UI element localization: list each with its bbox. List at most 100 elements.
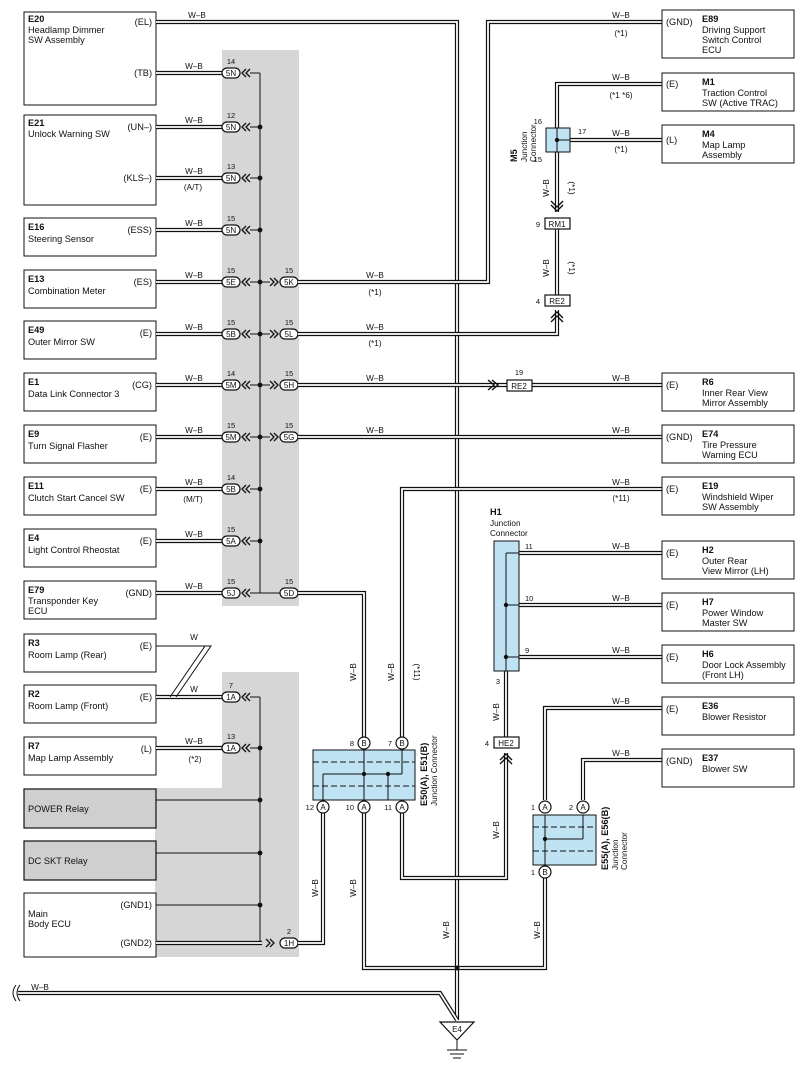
junction-code: M5 — [509, 149, 519, 162]
connector-code: 5N — [226, 123, 236, 132]
component-code: E9 — [28, 429, 39, 439]
left-wires — [156, 70, 262, 946]
component-name: Room Lamp (Front) — [28, 701, 108, 711]
junction-code: E55(A), E56(B) — [600, 807, 610, 870]
component-name: Unlock Warning SW — [28, 129, 110, 139]
pin-label: (E) — [666, 79, 678, 89]
connector-code: 5B — [226, 330, 236, 339]
component-name: Clutch Start Cancel SW — [28, 493, 125, 503]
component-e13: E13 Combination Meter (ES) — [23, 269, 157, 309]
component-name: POWER Relay — [28, 804, 89, 814]
shaded-harness-relays — [155, 788, 222, 957]
component-name: Master SW — [702, 618, 748, 628]
wire-color-label: W–B — [612, 542, 630, 551]
wire-color-label: W–B — [185, 271, 203, 280]
junction-code: E50(A), E51(B) — [419, 743, 429, 806]
junction-name: Junction — [611, 839, 620, 870]
connector-code: 5D — [284, 589, 294, 598]
component-r6: (E) R6 Inner Rear View Mirror Assembly — [661, 372, 795, 412]
bus-chevrons — [241, 68, 279, 948]
component-name: Mirror Assembly — [702, 398, 768, 408]
junction-name: Junction Connector — [430, 735, 439, 806]
pin-number: 12 — [306, 803, 314, 812]
wire-color-label: W–B — [612, 697, 630, 706]
component-m1: (E) M1 Traction Control SW (Active TRAC) — [661, 72, 795, 112]
pin-label: (GND2) — [120, 938, 152, 948]
component-code: E74 — [702, 429, 719, 439]
component-e21: E21 Unlock Warning SW (UN–) (KLS–) (A/T) — [23, 114, 202, 206]
wire-color-label: W–B — [31, 983, 49, 992]
main-wires — [18, 19, 662, 1022]
wire-color-label: W–B — [542, 179, 551, 197]
variant-note: (A/T) — [184, 183, 202, 192]
connector-code: 5E — [226, 278, 236, 287]
pin-label: (GND) — [666, 432, 693, 442]
wire-color-label: W–B — [492, 821, 501, 839]
component-code: E20 — [28, 14, 44, 24]
wire-color-label: W–B — [185, 478, 203, 487]
pin-label: (E) — [140, 328, 152, 338]
pin-number: 15 — [285, 577, 293, 586]
junction-e55-e56: A A B 1 2 1 E55(A), E56(B) Junction Conn… — [531, 800, 629, 879]
connector-code: RE2 — [549, 297, 565, 306]
wire-color-label: W–B — [442, 921, 451, 939]
pin-label: (GND) — [666, 756, 693, 766]
component-dc-skt-relay: DC SKT Relay — [23, 840, 157, 881]
wire-color-label: W–B — [185, 323, 203, 332]
bus-dots — [257, 124, 263, 908]
pin-number: 19 — [515, 368, 523, 377]
wire-color-label: W–B — [366, 271, 384, 280]
wire-color-label: W–B — [533, 921, 542, 939]
pin-number: 3 — [496, 677, 500, 686]
component-e89: (GND) E89 Driving Support Switch Control… — [661, 9, 795, 59]
component-code: M1 — [702, 77, 715, 87]
component-name: ECU — [28, 606, 47, 616]
component-code: R2 — [28, 689, 40, 699]
component-e37: (GND) E37 Blower SW — [661, 748, 795, 788]
component-name: (Front LH) — [702, 670, 744, 680]
component-power-relay: POWER Relay — [23, 788, 157, 829]
pin-number: 14 — [227, 57, 235, 66]
wire-color-label: W–B — [387, 663, 396, 681]
connector-letter: B — [361, 739, 366, 748]
component-m4: (L) M4 Map Lamp Assembly — [661, 124, 795, 164]
wire-color-label: W–B — [349, 879, 358, 897]
wire-color-label: W–B — [612, 129, 630, 138]
connector-rm1: RM1 9 — [536, 200, 571, 230]
component-main-body-ecu: Main Body ECU (GND1) (GND2) — [23, 892, 157, 958]
connector-code: 1A — [226, 693, 236, 702]
component-name: Outer Mirror SW — [28, 337, 95, 347]
pin-label: (L) — [141, 744, 152, 754]
connector-code: 5H — [284, 381, 294, 390]
pin-label: (ESS) — [127, 225, 152, 235]
connector-code: 5N — [226, 69, 236, 78]
component-code: R7 — [28, 741, 40, 751]
pin-label: (GND) — [666, 17, 693, 27]
component-e49: E49 Outer Mirror SW (E) — [23, 320, 157, 360]
component-code: H7 — [702, 597, 714, 607]
connector-code: 5A — [226, 537, 236, 546]
wire-color-label: W–B — [612, 11, 630, 20]
component-name: Windshield Wiper — [702, 492, 773, 502]
junction-e50-e51: B B 8 7 A A A 12 10 11 E50(A), E51(B) Ju… — [306, 735, 439, 814]
component-name: ECU — [702, 45, 721, 55]
component-h6: (E) H6 Door Lock Assembly (Front LH) — [661, 644, 795, 684]
pin-label: (GND) — [125, 588, 152, 598]
component-code: R3 — [28, 638, 40, 648]
pin-number: 11 — [384, 803, 392, 812]
pin-number: 1 — [531, 803, 535, 812]
pin-label: (E) — [140, 484, 152, 494]
wire-color-label: W–B — [185, 737, 203, 746]
wire-color-label: W–B — [612, 478, 630, 487]
component-name: Map Lamp Assembly — [28, 753, 114, 763]
wire-color-label: W–B — [612, 426, 630, 435]
component-code: E13 — [28, 274, 44, 284]
component-name: Driving Support — [702, 25, 766, 35]
component-name: Combination Meter — [28, 286, 106, 296]
